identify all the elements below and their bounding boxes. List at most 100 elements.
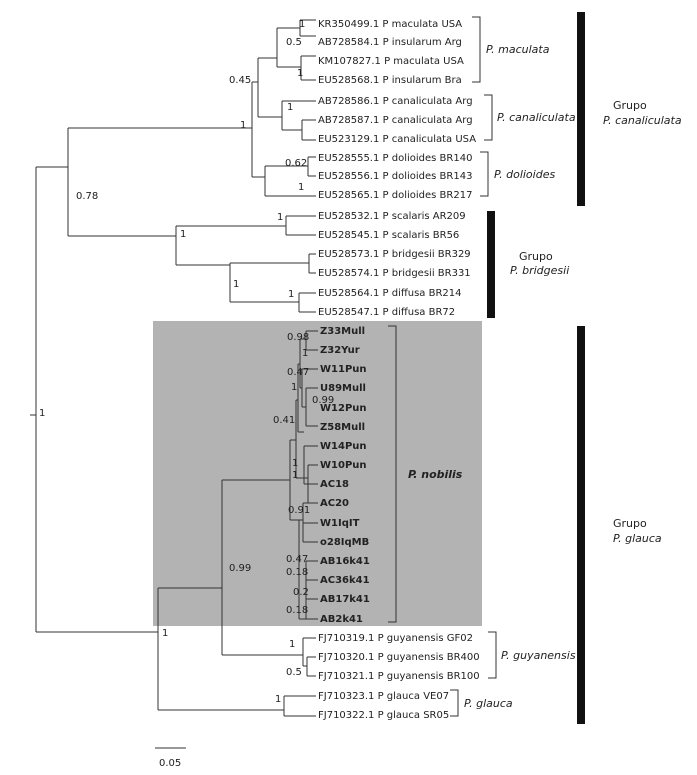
support-value: 1 xyxy=(292,470,298,481)
support-value: 0.45 xyxy=(229,75,251,86)
group-word: Grupo xyxy=(613,99,647,112)
support-value: 0.41 xyxy=(273,415,295,426)
group-bar-bridgesii xyxy=(487,211,495,318)
tip-label: EU528545.1 P scalaris BR56 xyxy=(318,230,459,241)
support-value: 0.98 xyxy=(287,332,309,343)
group-name: P. glauca xyxy=(613,532,662,545)
support-value: 1 xyxy=(233,279,239,290)
tree-branches xyxy=(30,19,318,717)
support-value: 1 xyxy=(275,694,281,705)
support-value: 0.18 xyxy=(286,605,308,616)
tip-label: EU528556.1 P dolioides BR143 xyxy=(318,171,472,182)
tip-label: W1IqIT xyxy=(320,518,360,529)
group-name: P. bridgesii xyxy=(510,264,569,277)
support-value: 1 xyxy=(240,120,246,131)
tip-label: AC20 xyxy=(320,498,349,509)
tip-label: EU528568.1 P insularum Bra xyxy=(318,75,462,86)
support-value: 0.91 xyxy=(288,505,310,516)
support-value: 1 xyxy=(299,19,305,30)
scale-bar-label: 0.05 xyxy=(159,758,181,769)
tip-label: EU523129.1 P canaliculata USA xyxy=(318,134,476,145)
clade-label-guyanensis: P. guyanensis xyxy=(501,649,576,662)
tip-label: FJ710322.1 P glauca SR05 xyxy=(318,710,449,721)
support-value: 1 xyxy=(39,408,45,419)
tip-label: Z32Yur xyxy=(320,345,360,356)
support-values: 1 0.5 1 0.45 1 1 0.62 1 1 1 1 1 0.78 0.9… xyxy=(39,19,334,705)
tip-label: EU528532.1 P scalaris AR209 xyxy=(318,211,466,222)
clade-label-glauca: P. glauca xyxy=(464,697,513,710)
tip-label: FJ710321.1 P guyanensis BR100 xyxy=(318,671,480,682)
tip-label: FJ710323.1 P glauca VE07 xyxy=(318,691,449,702)
group-labels: Grupo P. canaliculata Grupo P. bridgesii… xyxy=(510,99,682,545)
group-word: Grupo xyxy=(519,250,553,263)
tip-label: W11Pun xyxy=(320,364,367,375)
clade-label-nobilis: P. nobilis xyxy=(408,468,463,481)
tip-label: EU528555.1 P dolioides BR140 xyxy=(318,153,472,164)
tip-label: AB728587.1 P canaliculata Arg xyxy=(318,115,473,126)
support-value: 1 xyxy=(288,289,294,300)
tip-label: FJ710320.1 P guyanensis BR400 xyxy=(318,652,480,663)
support-value: 1 xyxy=(298,182,304,193)
tip-label: AB2k41 xyxy=(320,614,363,625)
support-value: 1 xyxy=(292,458,298,469)
bracket-canaliculata xyxy=(484,94,493,141)
bracket-glauca-clade xyxy=(450,689,459,717)
tip-label: FJ710319.1 P guyanensis GF02 xyxy=(318,633,473,644)
tip-label: AB17k41 xyxy=(320,594,370,605)
tip-label: o28IqMB xyxy=(320,537,369,548)
clade-label-dolioides: P. dolioides xyxy=(494,168,555,181)
support-value: 0.2 xyxy=(293,587,309,598)
clade-brackets xyxy=(388,16,497,717)
tip-label: AB16k41 xyxy=(320,556,370,567)
tip-label: AC36k41 xyxy=(320,575,370,586)
tip-label: AB728586.1 P canaliculata Arg xyxy=(318,96,473,107)
tip-label: EU528547.1 P diffusa BR72 xyxy=(318,307,455,318)
tip-label: AC18 xyxy=(320,479,349,490)
tip-label: EU528564.1 P diffusa BR214 xyxy=(318,288,462,299)
tip-label: W10Pun xyxy=(320,460,367,471)
support-value: 1 xyxy=(287,102,293,113)
tip-label: W14Pun xyxy=(320,441,367,452)
support-value: 1 xyxy=(291,382,297,393)
bracket-maculata xyxy=(472,16,481,83)
support-value: 0.62 xyxy=(285,158,307,169)
support-value: 0.18 xyxy=(286,567,308,578)
support-value: 1 xyxy=(302,348,308,359)
support-value: 0.99 xyxy=(229,563,251,574)
tip-label: Z58Mull xyxy=(320,422,365,433)
tip-label: W12Pun xyxy=(320,403,367,414)
group-word: Grupo xyxy=(613,517,647,530)
tip-label: U89Mull xyxy=(320,383,366,394)
group-bars xyxy=(487,12,585,724)
support-value: 1 xyxy=(162,628,168,639)
support-value: 1 xyxy=(289,639,295,650)
group-bar-glauca xyxy=(577,326,585,724)
support-value: 0.99 xyxy=(312,395,334,406)
clade-label-maculata: P. maculata xyxy=(486,43,550,56)
support-value: 0.47 xyxy=(286,554,308,565)
tip-label: EU528574.1 P bridgesii BR331 xyxy=(318,268,471,279)
support-value: 0.5 xyxy=(286,667,302,678)
tip-labels: KR350499.1 P maculata USA AB728584.1 P i… xyxy=(318,19,480,721)
support-value: 1 xyxy=(180,229,186,240)
tip-label: KM107827.1 P maculata USA xyxy=(318,56,464,67)
support-value: 1 xyxy=(277,212,283,223)
clade-label-canaliculata: P. canaliculata xyxy=(497,111,576,124)
tip-label: AB728584.1 P insularum Arg xyxy=(318,37,462,48)
group-name: P. canaliculata xyxy=(603,114,682,127)
support-value: 1 xyxy=(297,68,303,79)
bracket-guyanensis xyxy=(488,631,497,679)
nobilis-highlight xyxy=(153,321,482,626)
tip-label: EU528573.1 P bridgesii BR329 xyxy=(318,249,471,260)
support-value: 0.5 xyxy=(286,37,302,48)
scale-bar: 0.05 xyxy=(155,747,186,769)
clade-labels: P. maculata P. canaliculata P. dolioides… xyxy=(408,43,576,710)
tip-label: KR350499.1 P maculata USA xyxy=(318,19,462,30)
bracket-dolioides xyxy=(480,151,489,197)
group-bar-canaliculata xyxy=(577,12,585,206)
support-value: 0.47 xyxy=(287,367,309,378)
tip-label: Z33Mull xyxy=(320,326,365,337)
bracket-nobilis xyxy=(388,325,397,623)
tip-label: EU528565.1 P dolioides BR217 xyxy=(318,190,472,201)
